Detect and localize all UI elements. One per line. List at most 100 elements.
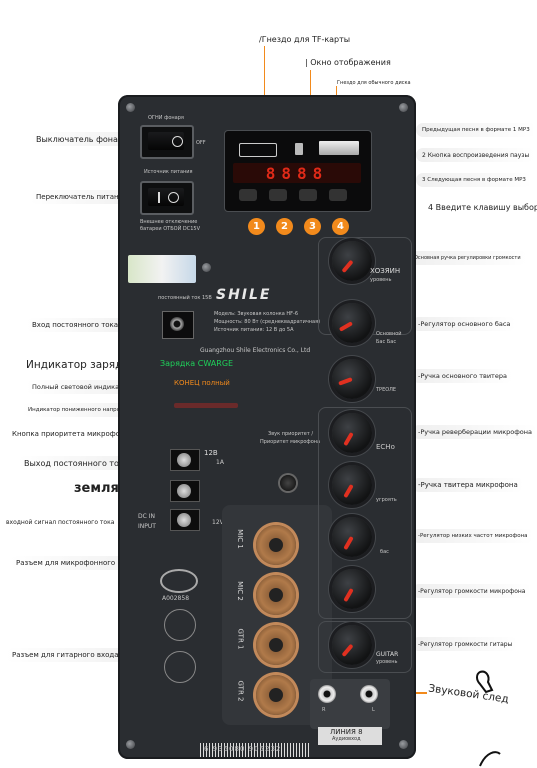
mic2-text: MIC 2 bbox=[235, 581, 244, 601]
mic-priority-sub: Приоритет микрофона bbox=[260, 439, 321, 445]
ccc-mark-icon bbox=[160, 569, 198, 593]
gtr2-jack[interactable] bbox=[256, 675, 296, 715]
badge-4: 4 bbox=[332, 218, 349, 235]
play-pause-label: 2 Кнопка воспроизведения паузы bbox=[416, 148, 536, 162]
badge-1: 1 bbox=[248, 218, 265, 235]
dc-input-label: Вход постоянного тока 15 В - bbox=[26, 318, 147, 332]
utreble-label: угроять bbox=[376, 497, 397, 503]
level-tag: уровень bbox=[376, 659, 398, 665]
mp3-module: 8888 bbox=[224, 130, 372, 212]
main-bass-knob[interactable] bbox=[332, 303, 372, 343]
cert-number: A002858 bbox=[162, 595, 190, 602]
power-switch[interactable] bbox=[140, 181, 194, 215]
mic2-jack[interactable] bbox=[256, 575, 296, 615]
next-button[interactable] bbox=[299, 189, 317, 201]
ground-terminal[interactable] bbox=[170, 480, 200, 502]
dc-input-signal-label: входной сигнал постоянного тока bbox=[6, 519, 115, 526]
mic-volume-label: -Регулятор громкости микрофона bbox=[412, 584, 532, 598]
barcode bbox=[200, 743, 310, 757]
charge-indicator: Зарядка CWARGE bbox=[160, 359, 234, 368]
hand-cursor-icon bbox=[476, 670, 494, 694]
full-indicator: КОНЕЦ полный bbox=[174, 379, 230, 387]
guitar-group bbox=[318, 621, 412, 673]
line-label: ЛИНИЯ 8 bbox=[330, 728, 363, 736]
mic-reverb-knob[interactable] bbox=[332, 413, 372, 453]
altitude-mark-icon bbox=[164, 651, 196, 683]
ground-label: земля- bbox=[74, 481, 125, 496]
full-indicator-label: Полный световой индикатор - bbox=[26, 380, 142, 394]
tf-card-slot[interactable] bbox=[239, 143, 277, 157]
guitar-volume-knob[interactable] bbox=[332, 625, 372, 665]
guitar-volume-label: -Регулятор громкости гитары bbox=[412, 637, 519, 651]
dc-jack-label: постоянный ток 15В bbox=[158, 295, 212, 301]
mic-treble-label: -Ручка твитера микрофона bbox=[412, 478, 524, 492]
a1-label: 1А bbox=[216, 459, 224, 466]
mic-treble-knob[interactable] bbox=[332, 465, 372, 505]
flashlight-switch[interactable] bbox=[140, 125, 194, 159]
mic-volume-knob[interactable] bbox=[332, 569, 372, 609]
rca-left[interactable] bbox=[360, 685, 378, 703]
main-treble-knob[interactable] bbox=[332, 359, 372, 399]
play-pause-button[interactable] bbox=[269, 189, 287, 201]
usb-slot-label: Гнездо для обычного диска bbox=[337, 80, 411, 86]
usb-slot[interactable] bbox=[319, 141, 359, 155]
barcode-number: 6 935080 905232 bbox=[204, 745, 282, 753]
mbass-label: бас bbox=[380, 549, 389, 555]
battery-text: Внешнее отключение батареи ОТБОЙ DC15V bbox=[140, 219, 201, 232]
echo-label: ECHo bbox=[376, 443, 395, 451]
bass-sub: Бас Бас bbox=[376, 339, 397, 345]
badge-3: 3 bbox=[304, 218, 321, 235]
mic1-text: MIC 1 bbox=[235, 529, 244, 549]
low-voltage-label: Индикатор пониженного напряжения - bbox=[22, 403, 149, 417]
l-label: L bbox=[372, 707, 375, 713]
mic-priority-button[interactable] bbox=[280, 475, 296, 491]
mode-key-label: 4 Введите клавишу выбора bbox=[428, 203, 537, 212]
tf-leader-line bbox=[264, 46, 265, 132]
prev-button[interactable] bbox=[239, 189, 257, 201]
mic1-jack[interactable] bbox=[256, 525, 296, 565]
line-in-tag: ЛИНИЯ 8 Аудиовход bbox=[318, 727, 382, 745]
dc-output-terminal[interactable] bbox=[170, 449, 200, 471]
dc-input-jack[interactable] bbox=[162, 311, 194, 339]
display-window-label: | Окно отображения bbox=[305, 58, 391, 67]
next-song-label: 3 Следующая песня в формате MP3 bbox=[416, 173, 532, 187]
v12-label: 12В bbox=[204, 449, 218, 457]
audio-label: Аудиовход bbox=[332, 736, 361, 742]
brand-logo: SHILE bbox=[216, 287, 272, 303]
screw bbox=[126, 103, 135, 112]
gtr2-text: GTR 2 bbox=[236, 680, 245, 702]
prev-song-label: Предыдущая песня в формате 1 MP3 bbox=[416, 123, 536, 137]
company-line: Guangzhou Shile Electronics Co., Ltd bbox=[200, 347, 311, 354]
master-volume-knob[interactable] bbox=[332, 241, 372, 281]
back-panel: ОГНИ фонаря OFF Источник питания Внешнее… bbox=[118, 95, 416, 759]
tf-slot-label: /Гнездо для TF-карты bbox=[259, 35, 351, 44]
dc-input-terminal[interactable] bbox=[170, 509, 200, 531]
screw bbox=[202, 263, 211, 272]
rca-right[interactable] bbox=[318, 685, 336, 703]
corner-curve-icon bbox=[479, 751, 501, 767]
guitar-tag: GUITAR bbox=[376, 651, 399, 658]
guitar-input-label: Разъем для гитарного входа один bbox=[6, 648, 145, 662]
flashlight-switch-label: Выключатель фонаря- bbox=[30, 132, 137, 146]
mic-priority-label: Кнопка приоритета микрофона - bbox=[12, 430, 134, 438]
model-line: Модель: Звуковая колонка HF-6 bbox=[214, 311, 299, 317]
led-display: 8888 bbox=[233, 163, 361, 183]
main-bass-label: -Регулятор основного баса bbox=[412, 317, 517, 331]
mic-bass-knob[interactable] bbox=[332, 517, 372, 557]
off-text: OFF bbox=[196, 140, 206, 146]
mic-input-label: Разъем для микрофонного входа - bbox=[10, 556, 150, 570]
master-sub: уровень bbox=[370, 277, 392, 283]
mode-button[interactable] bbox=[329, 189, 347, 201]
dc-in-text: DC IN bbox=[138, 513, 155, 520]
r-label: R bbox=[322, 707, 326, 713]
flashlight-title: ОГНИ фонаря bbox=[148, 115, 184, 121]
dc-output-label: Выход постоянного тока - bbox=[18, 456, 141, 470]
gtr1-text: GTR 1 bbox=[236, 628, 245, 650]
treble-label: ТРЕОЛЕ bbox=[376, 387, 397, 393]
input-text: INPUT bbox=[138, 523, 156, 530]
screw bbox=[399, 740, 408, 749]
power-switch-label: Переключатель питания - bbox=[30, 190, 139, 204]
screw bbox=[399, 103, 408, 112]
master-label: ХОЗЯИН bbox=[370, 267, 401, 275]
gtr1-jack[interactable] bbox=[256, 625, 296, 665]
